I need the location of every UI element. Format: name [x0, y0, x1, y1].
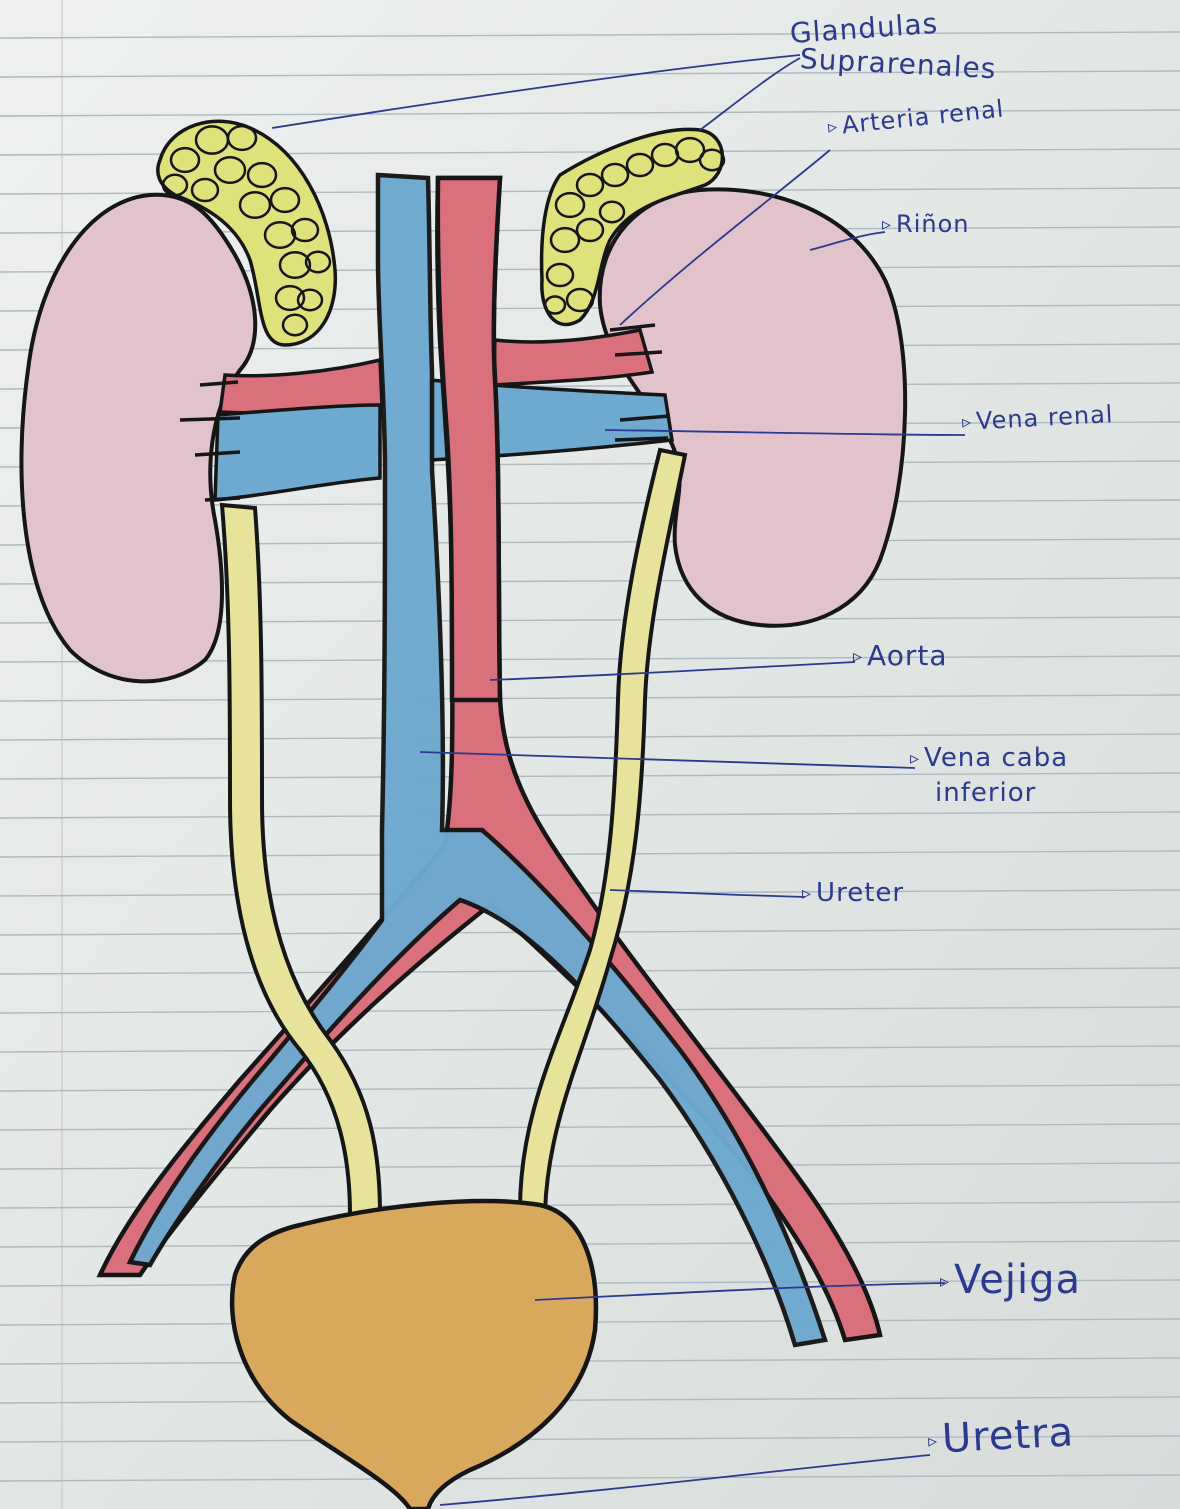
label-vena-cava-line1: ▹Vena caba — [910, 745, 1068, 771]
triangle-marker-icon: ▹ — [961, 411, 972, 432]
triangle-marker-icon: ▹ — [827, 116, 839, 138]
label-vena-cava-line2: inferior — [935, 780, 1036, 806]
label-ureter: ▹Ureter — [802, 880, 904, 906]
label-ureter-text: Ureter — [816, 878, 904, 908]
label-vena-cava-line1-text: Vena caba — [924, 743, 1068, 773]
triangle-marker-icon: ▹ — [882, 214, 892, 235]
label-vejiga-text: Vejiga — [954, 1257, 1081, 1303]
label-rinon-text: Riñon — [896, 210, 969, 238]
label-vejiga: ▹Vejiga — [940, 1260, 1081, 1300]
triangle-marker-icon: ▹ — [802, 883, 812, 904]
label-aorta-text: Aorta — [867, 639, 947, 672]
label-uretra-text: Uretra — [941, 1409, 1075, 1462]
triangle-marker-icon: ▹ — [853, 646, 863, 667]
triangle-marker-icon: ▹ — [910, 748, 920, 769]
label-vena-renal: ▹Vena renal — [961, 402, 1114, 434]
label-rinon: ▹Riñon — [882, 212, 970, 236]
triangle-marker-icon: ▹ — [940, 1271, 950, 1292]
triangle-marker-icon: ▹ — [928, 1430, 939, 1451]
label-aorta: ▹Aorta — [853, 642, 948, 670]
label-uretra: ▹Uretra — [927, 1412, 1075, 1460]
